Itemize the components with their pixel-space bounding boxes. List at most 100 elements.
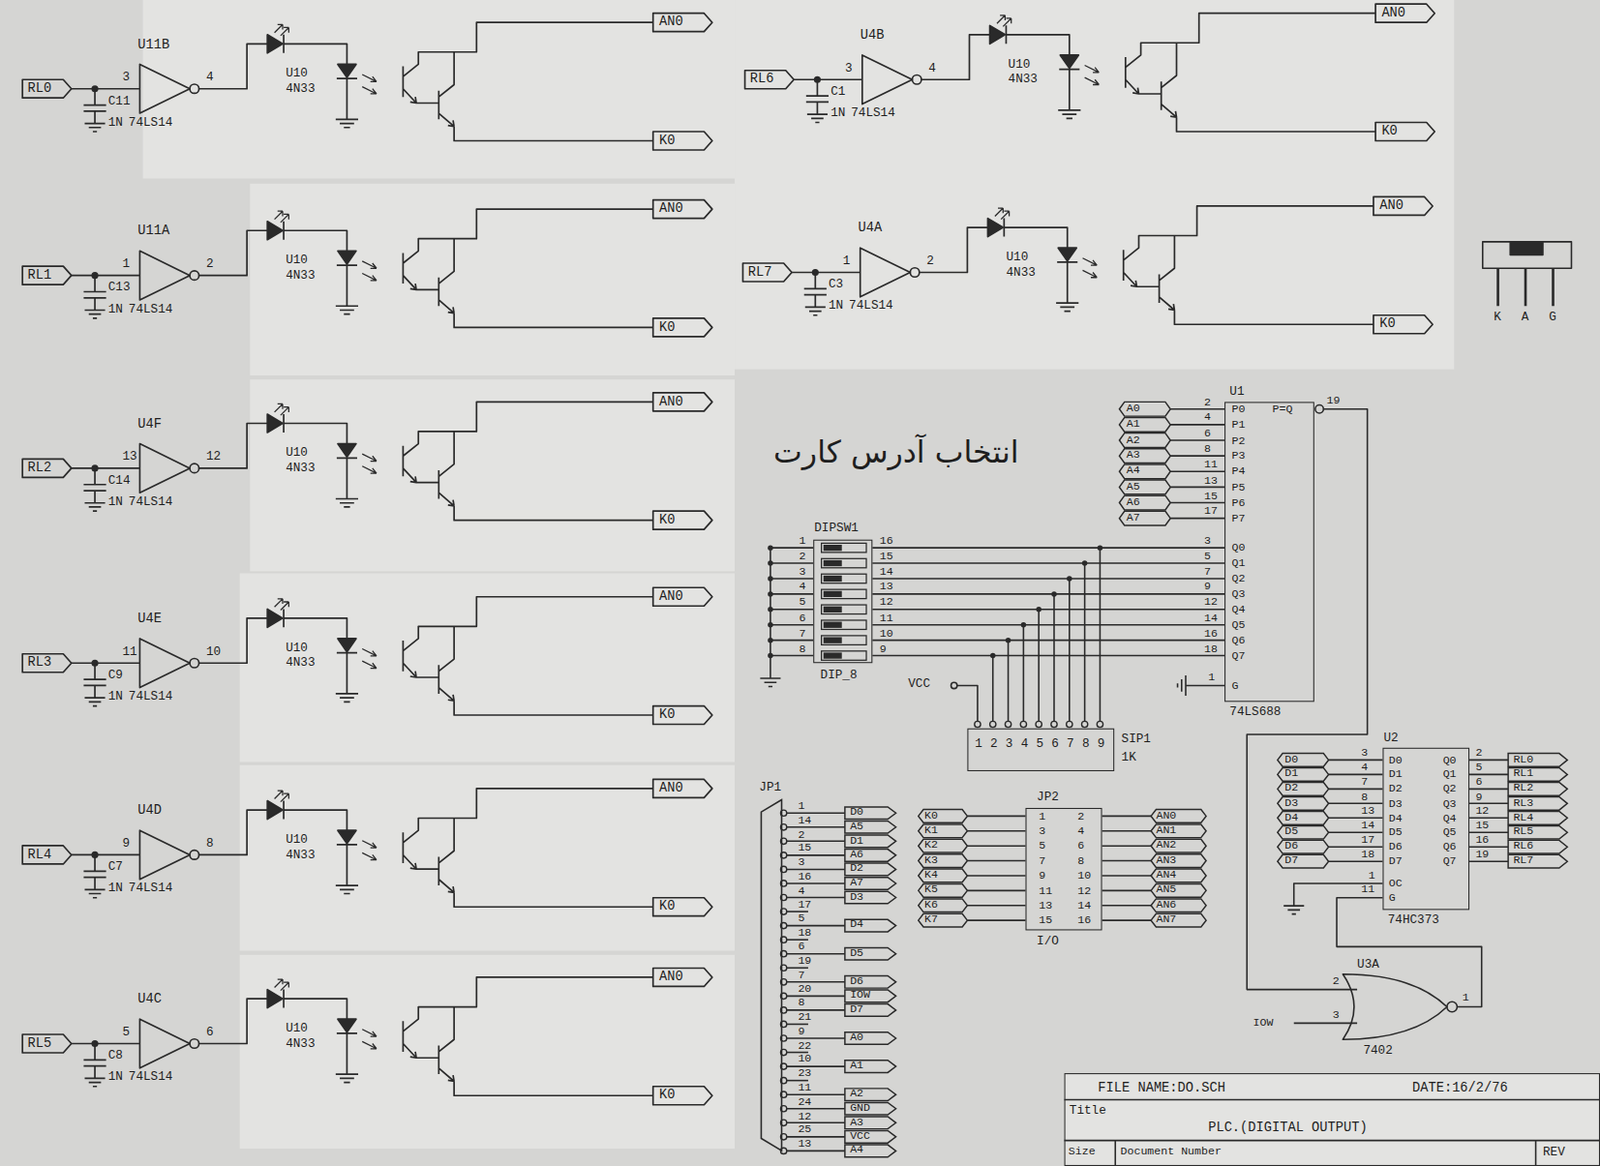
wire [1068, 578, 1071, 722]
net-label: A1 [849, 1060, 864, 1073]
capacitor-ref: C13 [108, 281, 131, 295]
pin-number: 12 [797, 1111, 812, 1123]
net-tag [918, 913, 968, 928]
wire [1469, 759, 1509, 762]
pin-label: 13 [1038, 900, 1053, 912]
gate-ref: U4C [137, 993, 162, 1007]
net-label: K2 [924, 840, 938, 852]
pin-label: Q5 [1443, 827, 1457, 840]
pin-number: 1 [1207, 672, 1215, 685]
net-label: RL4 [27, 847, 52, 862]
wire [786, 869, 846, 872]
pin-number: 1 [122, 258, 131, 272]
power-terminal [951, 682, 958, 689]
switch-lever [823, 652, 843, 659]
junction-dot [767, 575, 773, 581]
pin-number: 3 [122, 71, 131, 85]
wire [1469, 774, 1509, 777]
pin-number: 14 [1204, 612, 1218, 625]
pin-number: 3 [1332, 1010, 1340, 1023]
wire [872, 562, 1225, 565]
net-tag [1118, 401, 1171, 417]
pin-number: 22 [797, 1040, 812, 1053]
gate-ref: U11B [137, 37, 170, 52]
wire [770, 608, 814, 611]
pin-label: D4 [1388, 813, 1403, 825]
part-ref: U10 [1005, 250, 1028, 264]
wire [786, 1009, 846, 1012]
net-tag [845, 891, 897, 905]
pin-label: G [1388, 892, 1396, 905]
pin-number: 4 [1360, 762, 1368, 775]
pin-number: 3 [798, 566, 806, 578]
pin-terminal [1051, 721, 1057, 727]
pin-label: U1 [1229, 386, 1244, 399]
pin-terminal [990, 721, 997, 727]
net-label: RL2 [27, 461, 52, 476]
pin-number: 16 [797, 871, 812, 883]
pin-label: PLC.(DIGITAL OUTPUT) [1207, 1121, 1367, 1136]
net-label: D2 [1284, 783, 1299, 795]
title-block: FILE NAME:DO.SCHDATE:16/2/76TitlePLC.(DI… [1064, 1073, 1600, 1166]
wire [1246, 409, 1367, 991]
pin-number: 2 [1332, 976, 1340, 989]
pin-label: 11 [1038, 885, 1053, 898]
net-label: K1 [924, 824, 938, 837]
net-label: AN0 [1155, 810, 1177, 822]
net-label: D1 [1284, 768, 1299, 781]
wire [1102, 919, 1152, 922]
net-tag [1508, 825, 1568, 840]
wire [1469, 845, 1509, 848]
pin-number: 8 [798, 643, 806, 656]
part-number: 74LS14 [128, 302, 174, 316]
net-tag [1150, 839, 1207, 853]
net-tag [845, 877, 897, 891]
pin-terminal [1035, 721, 1042, 727]
net-label: RL0 [27, 81, 52, 95]
junction-dot [1035, 606, 1041, 612]
pin-label: 74HC373 [1388, 914, 1440, 928]
pin-label: D7 [1388, 856, 1403, 869]
junction-dot [1051, 591, 1057, 597]
net-tag [845, 1102, 897, 1116]
pin-label: U2 [1384, 732, 1399, 746]
output-channel [22, 779, 713, 916]
pin-label: Q2 [1231, 573, 1245, 586]
net-label: D4 [1284, 812, 1299, 824]
pin-label: DIPSW1 [814, 522, 859, 536]
wire [786, 1150, 846, 1153]
output-channel [22, 587, 713, 725]
pin-label: P2 [1231, 435, 1245, 448]
gate-ref: U3A [1357, 959, 1380, 972]
wire [1102, 890, 1152, 893]
pin-number: 9 [797, 1026, 805, 1038]
junction-dot [767, 606, 773, 612]
net-label: A2 [849, 1088, 864, 1101]
net-label: RL5 [1512, 826, 1534, 839]
pin-number: 16 [879, 535, 894, 547]
wire [1328, 816, 1384, 819]
pin-label: P6 [1231, 497, 1245, 510]
nor-gate-symbol [1342, 974, 1448, 1040]
inverted-output [1447, 1001, 1458, 1013]
wire [1336, 898, 1482, 1008]
pin-label: JP2 [1036, 790, 1059, 804]
wire [786, 897, 846, 900]
wire [1170, 470, 1225, 473]
header-connector: JP212345678910111213141516I/O [1025, 808, 1102, 932]
pin-number: 6 [1204, 427, 1211, 440]
net-label: D1 [849, 835, 864, 847]
pin-number: 25 [797, 1124, 812, 1137]
dip-switch: DIPSW1DIP_8 [813, 540, 873, 665]
part-number: 4N33 [285, 269, 315, 282]
junction-dot [1021, 622, 1027, 628]
pin-number: 17 [1204, 506, 1218, 518]
pin-number: 5 [798, 597, 806, 609]
net-tag [845, 1088, 897, 1102]
pin-number: 2 [1475, 748, 1482, 760]
pin-label: 7 [1038, 855, 1046, 868]
switch-slot [821, 620, 867, 630]
part-number: 74LS14 [128, 691, 174, 704]
switch-slot [821, 543, 867, 552]
wire [786, 996, 846, 998]
